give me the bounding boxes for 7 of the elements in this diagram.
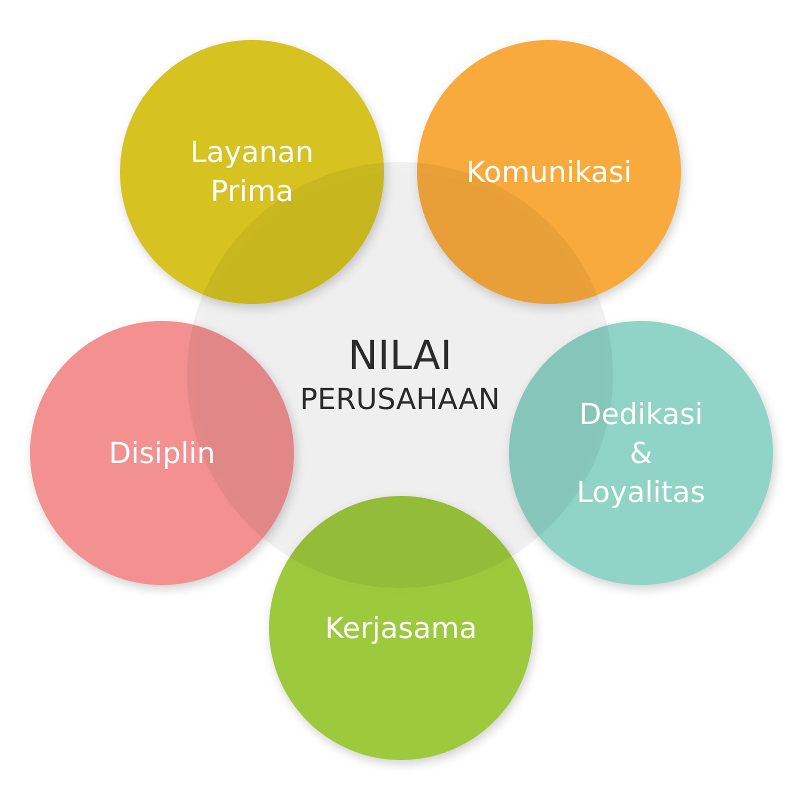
value-label: Disiplin bbox=[108, 434, 216, 472]
value-label: Kerjasama bbox=[324, 610, 478, 646]
center-title: NILAI bbox=[348, 332, 452, 380]
center-subtitle: PERUSAHAAN bbox=[300, 381, 500, 418]
value-label: Dedikasi & Loyalitas bbox=[576, 396, 706, 510]
value-label: Komunikasi bbox=[466, 154, 632, 190]
value-label: Layanan Prima bbox=[189, 134, 315, 210]
